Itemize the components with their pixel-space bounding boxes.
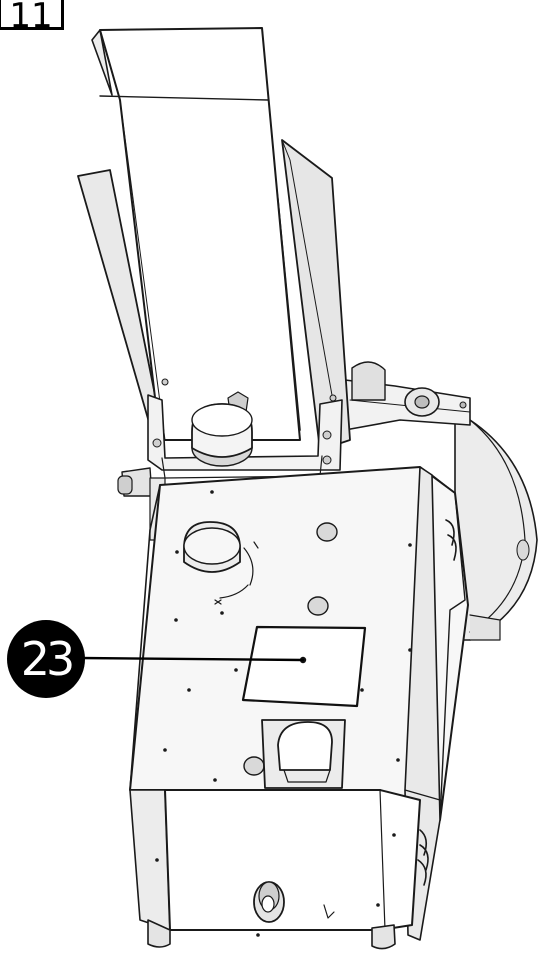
power-switch-housing xyxy=(261,719,346,789)
callout-23: 23 xyxy=(7,620,85,698)
hopper-rear-guard xyxy=(77,139,351,451)
machine-feet xyxy=(147,919,396,950)
label-plate-area xyxy=(241,625,367,708)
side-disc-guard xyxy=(397,401,538,641)
hopper-chute xyxy=(91,27,301,441)
top-right-bracket xyxy=(344,361,471,431)
callout-leader-line xyxy=(78,656,305,662)
cable-gland xyxy=(253,881,335,923)
hopper-lock-knob xyxy=(191,403,253,467)
adjust-knob xyxy=(183,521,259,605)
panel-screw-dots xyxy=(155,490,412,937)
page-number: 11 xyxy=(0,0,64,36)
